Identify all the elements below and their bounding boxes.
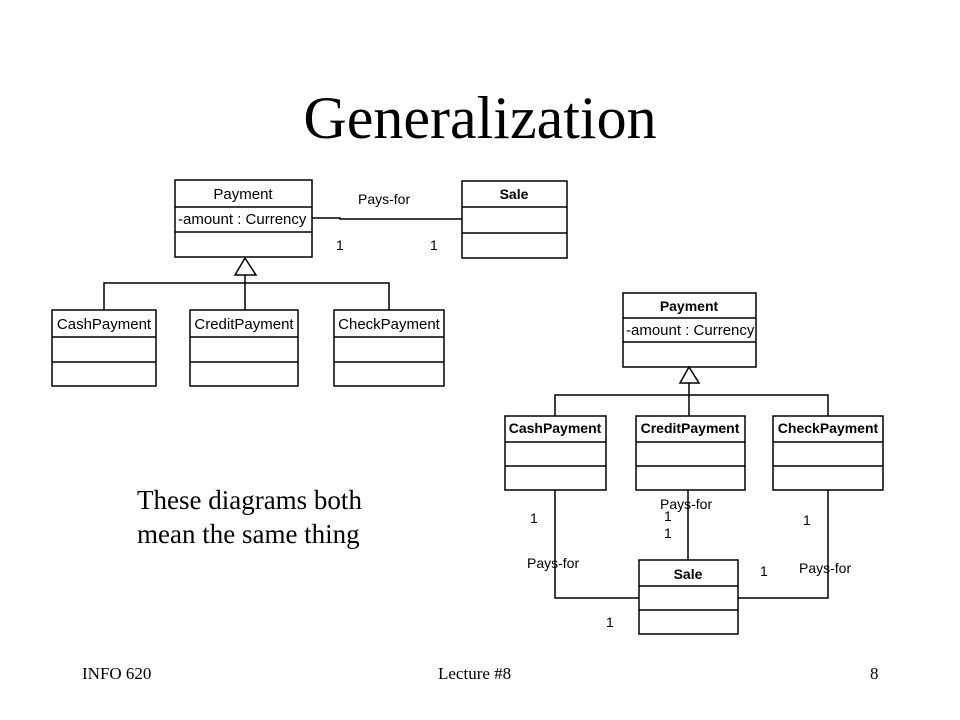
d2-sale-class: Sale	[638, 559, 739, 635]
d2-creditpayment-class: CreditPayment	[635, 415, 746, 491]
d2-check-mult-top: 1	[803, 512, 811, 528]
diagram-1: Payment -amount : Currency Sale Pays-for…	[51, 179, 568, 387]
d2-check-association-label: Pays-for	[799, 560, 851, 576]
d1-generalization-bus	[103, 282, 390, 310]
d1-association-label: Pays-for	[358, 191, 410, 207]
footer-course: INFO 620	[82, 664, 152, 683]
footer-page-number: 8	[870, 664, 879, 683]
d1-association-line	[312, 217, 462, 220]
d2-cashpayment-class: CashPayment	[504, 415, 607, 491]
d1-payment-class-name: Payment	[213, 186, 273, 203]
d1-generalization-arrow	[233, 256, 258, 276]
d1-creditpayment-name: CreditPayment	[194, 316, 294, 333]
diagram-2: Payment -amount : Currency CashPayment C…	[504, 292, 884, 635]
d1-checkpayment-name: CheckPayment	[338, 316, 441, 333]
d2-generalization-bus	[554, 394, 829, 416]
d1-cashpayment-name: CashPayment	[57, 316, 152, 333]
d2-sale-class-name: Sale	[674, 566, 703, 582]
d2-cash-mult-top: 1	[530, 510, 538, 526]
d2-credit-mult-top: 1	[664, 508, 672, 524]
d1-payment-class: Payment -amount : Currency	[174, 179, 313, 258]
footer-lecture: Lecture #8	[438, 664, 512, 683]
d2-check-mult-sale: 1	[760, 563, 768, 579]
note-line-1: These diagrams both	[137, 485, 362, 515]
d2-payment-class-name: Payment	[660, 298, 719, 314]
d2-generalization-arrow	[678, 365, 701, 384]
d1-checkpayment-class: CheckPayment	[333, 309, 445, 387]
d2-cashpayment-name: CashPayment	[509, 420, 602, 436]
d2-checkpayment-name: CheckPayment	[778, 420, 879, 436]
d2-checkpayment-class: CheckPayment	[772, 415, 884, 491]
d2-credit-mult-sale: 1	[664, 525, 672, 541]
d1-multiplicity-payment: 1	[336, 237, 344, 253]
d2-payment-class: Payment -amount : Currency	[622, 292, 757, 368]
d1-cashpayment-class: CashPayment	[51, 309, 157, 387]
d1-sale-class-name: Sale	[500, 186, 529, 202]
d2-creditpayment-name: CreditPayment	[641, 420, 740, 436]
note-line-2: mean the same thing	[137, 519, 360, 549]
d2-payment-attribute: -amount : Currency	[626, 322, 755, 339]
d2-cash-association-label: Pays-for	[527, 555, 579, 571]
d1-sale-class: Sale	[461, 180, 568, 259]
d2-credit-association-label: Pays-for	[660, 496, 712, 512]
d1-creditpayment-class: CreditPayment	[189, 309, 299, 387]
d2-cash-mult-sale: 1	[606, 614, 614, 630]
d1-payment-attribute: -amount : Currency	[178, 211, 307, 228]
note-text: These diagrams both mean the same thing	[137, 483, 417, 551]
d1-multiplicity-sale: 1	[430, 237, 438, 253]
slide-title: Generalization	[303, 85, 657, 151]
d2-check-association-line	[738, 490, 829, 599]
d2-cash-association-line	[554, 490, 639, 599]
